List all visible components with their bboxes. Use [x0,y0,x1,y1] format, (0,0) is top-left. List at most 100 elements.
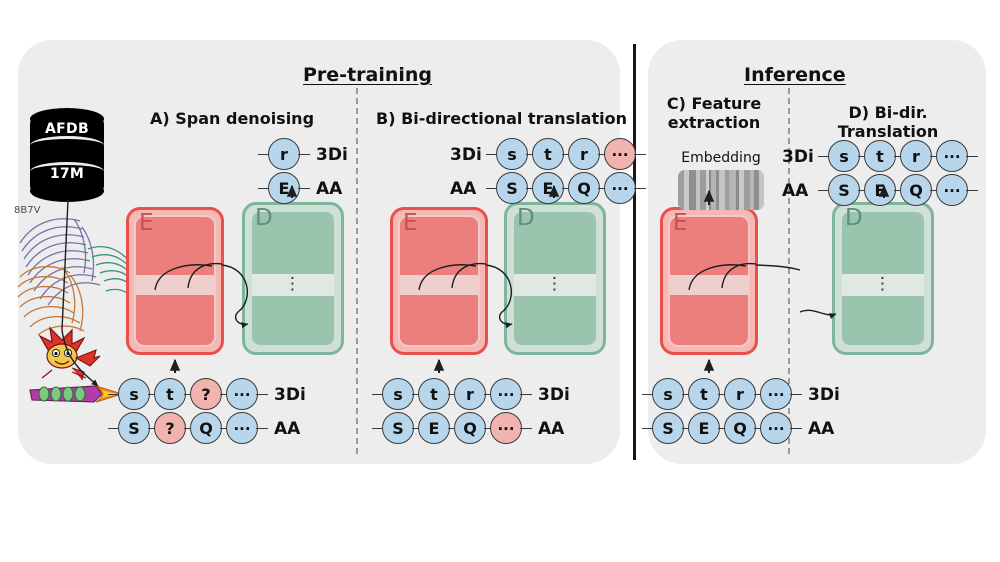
b-input-3di-connector [520,394,532,395]
b-input-3di-connector [484,394,494,395]
header-pretraining: Pre-training [303,64,433,86]
embedding-stripe [754,170,759,210]
b-input-aa-token: S [382,412,414,444]
b-input-aa-connector [412,428,422,429]
divider-pretraining-inference [633,44,636,460]
c-input-3di-token: ... [760,378,792,410]
a-input-aa-label: AA [274,419,301,439]
a-input-3di-connector [148,394,158,395]
d-output-3di-connector [930,156,940,157]
b-input-aa-connector [484,428,494,429]
b-output-3di-connector [598,154,608,155]
header-inference: Inference [744,64,846,86]
section-heading-c: C) Feature extraction [666,94,762,132]
d-output-3di-connector [894,156,904,157]
c-input-3di-connector [754,394,764,395]
cylinder-rib [30,136,104,155]
encoder-segment-bottom [136,295,214,345]
encoder-segment-bottom [400,295,478,345]
embedding-stripe [725,170,729,210]
b-output-aa-connector [598,188,608,189]
b-input-aa-connector [448,428,458,429]
c-input-aa-token: ... [760,412,792,444]
embedding-stripe [678,170,684,210]
c-input-aa-connector [790,428,802,429]
b-input-3di-token: s [382,378,414,410]
c-input-3di-token: t [688,378,720,410]
d-output-3di-connector [858,156,868,157]
b-output-aa-connector [634,188,646,189]
embedding-stripe [684,170,689,210]
a-input-aa-connector [256,428,268,429]
a-input-aa-connector [108,428,120,429]
c-input-aa-token: S [652,412,684,444]
c-input-aa-connector [682,428,692,429]
b-output-3di-token: ... [604,138,636,170]
embedding-barcode [678,170,764,210]
section-heading-b: B) Bi-directional translation [376,109,627,128]
embedding-stripe [716,170,719,210]
c-input-3di-connector [718,394,728,395]
a-input-3di-connector [184,394,194,395]
section-heading-d: D) Bi-dir. Translation [837,103,939,141]
a-output-3di-label: 3Di [316,145,348,165]
b-output-3di-connector [562,154,572,155]
decoder-segment-bottom [842,296,924,345]
encoder-letter: E [139,210,154,236]
decoder-layers-ellipsis: ⋮ [546,274,564,294]
b-input-3di-connector [372,394,384,395]
b-output-3di-token: t [532,138,564,170]
d-output-aa-connector [966,190,978,191]
c-input-aa-label: AA [808,419,835,439]
b-output-3di-connector [634,154,646,155]
a-input-3di-token: ... [226,378,258,410]
token-row-a-input-aa: S?Q...AA [108,412,302,446]
embedding-stripe [736,170,739,210]
section-b-decoder-block: ⋮ D [504,202,606,355]
decoder-layers-ellipsis: ⋮ [284,274,302,294]
d-output-aa-label: AA [782,181,809,201]
decoder-letter: D [255,205,273,231]
d-output-3di-connector [818,156,830,157]
afdb-database-icon: AFDB 17M [30,108,104,202]
a-input-3di-token: t [154,378,186,410]
decoder-segment-bottom [252,296,334,345]
decoder-letter: D [845,205,863,231]
d-output-3di-connector [966,156,978,157]
embedding-stripes [678,170,764,210]
embedding-stripe [744,170,750,210]
a-input-3di-connector [108,394,120,395]
d-output-aa-connector [818,190,830,191]
embedding-label: Embedding [681,150,761,166]
b-output-aa-connector [526,188,536,189]
b-output-aa-token: ... [604,172,636,204]
token-row-a-output-3di: r 3Di [258,138,348,172]
decoder-inner: ⋮ [512,210,598,347]
embedding-stripe [719,170,725,210]
a-output-3di-connector [298,154,310,155]
a-input-aa-connector [184,428,194,429]
decoder-inner: ⋮ [840,210,926,347]
b-input-aa-label: AA [538,419,565,439]
a-input-3di-connector [220,394,230,395]
database-name-label: AFDB [45,121,89,137]
b-input-3di-label: 3Di [538,385,570,405]
d-output-aa-token: Q [900,174,932,206]
section-a-decoder-block: ⋮ D [242,202,344,355]
decoder-segment-top [252,212,334,274]
cylinder-top [30,108,104,130]
encoder-letter: E [673,210,688,236]
b-output-aa-token: S [496,172,528,204]
d-output-aa-connector [858,190,868,191]
a-output-aa-connector [258,188,270,189]
embedding-stripe [700,170,706,210]
database-size-label: 17M [49,166,85,182]
a-input-aa-connector [148,428,158,429]
a-output-3di-token: r [268,138,300,170]
a-input-3di-label: 3Di [274,385,306,405]
